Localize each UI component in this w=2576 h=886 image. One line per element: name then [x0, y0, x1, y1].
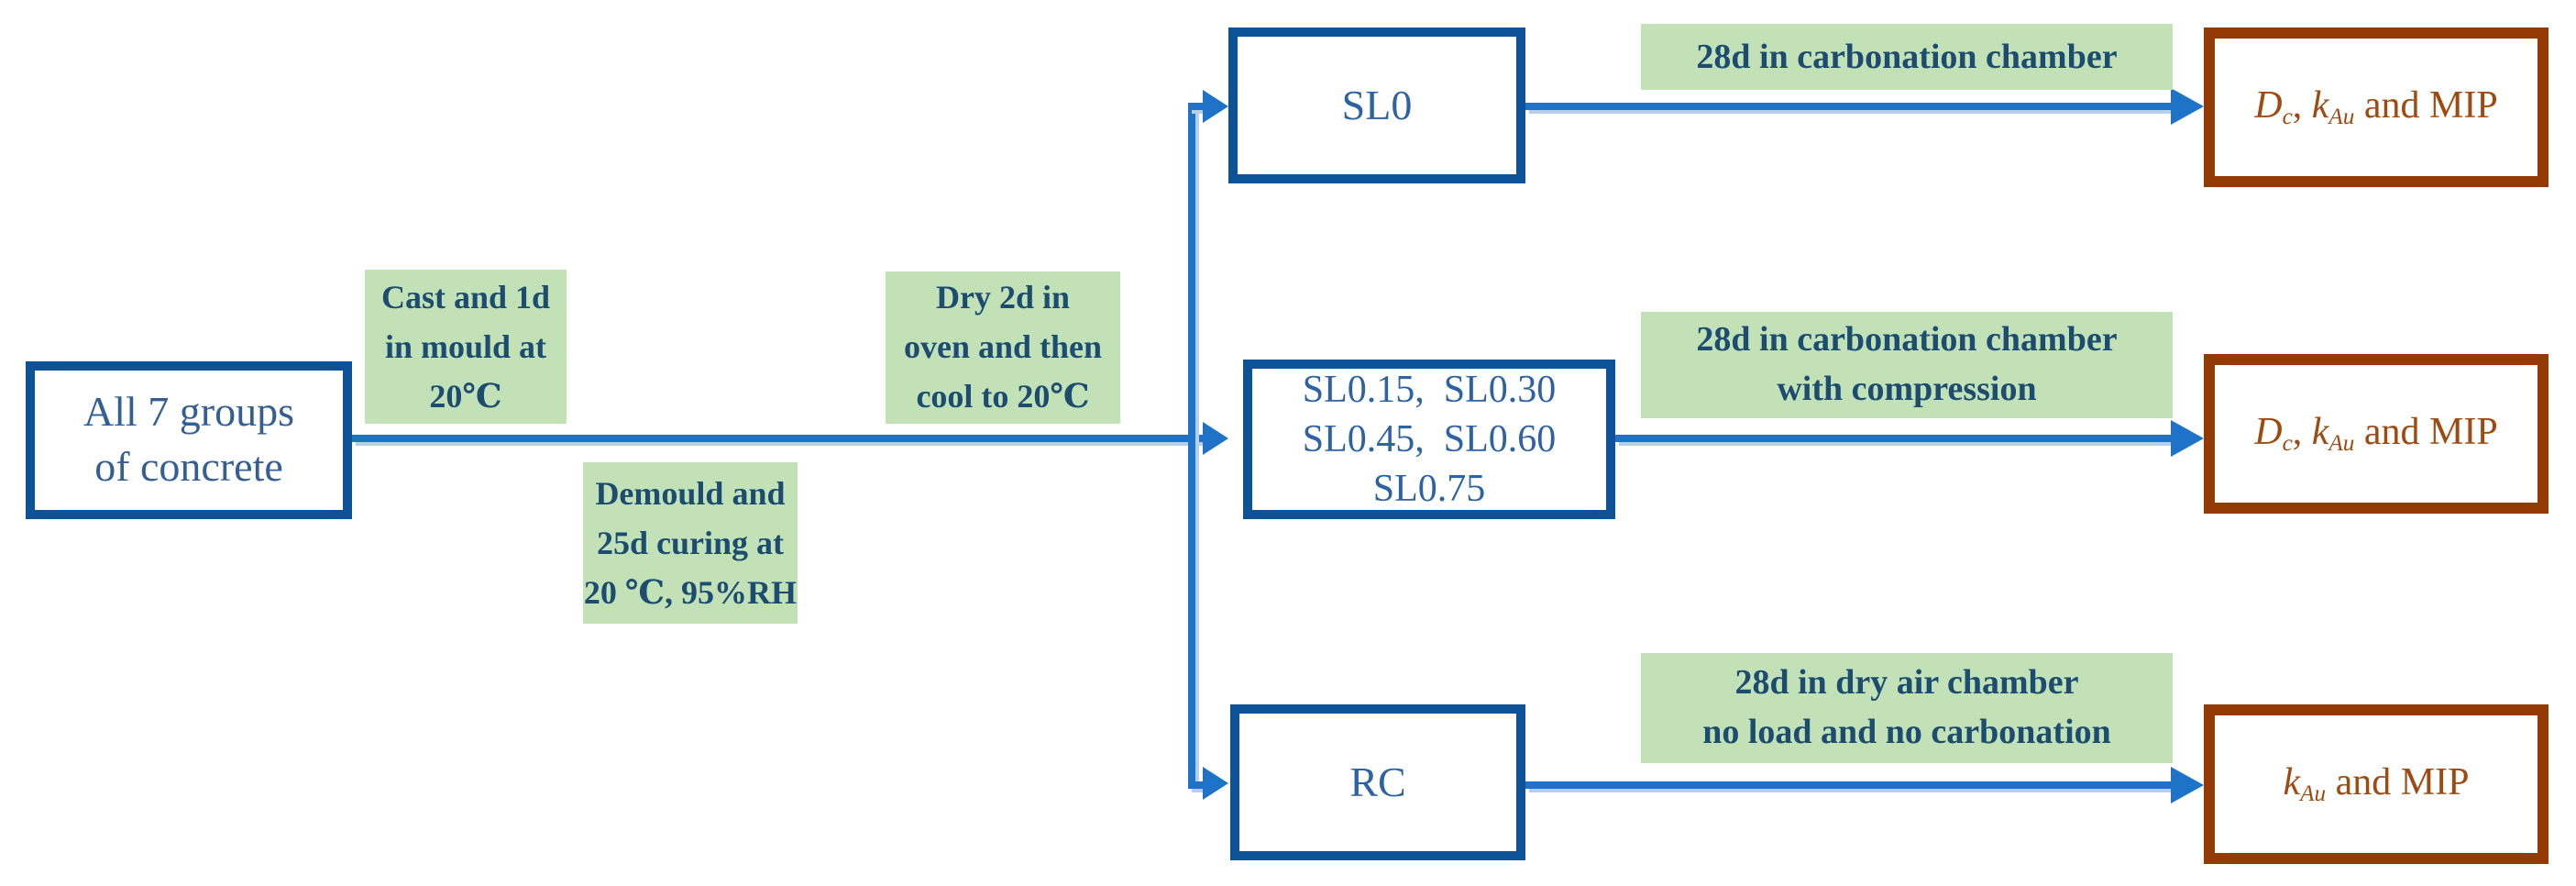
arrowhead-outcome-1 — [2171, 88, 2204, 125]
outcome-box-3: kAu and MIP — [2204, 704, 2548, 864]
connector-sl0-to-outcome — [1525, 103, 2173, 110]
connector-branch-trunk — [1188, 103, 1195, 789]
process-label-cast-text: Cast and 1d in mould at 20℃ — [380, 278, 551, 414]
connector-main-flow — [352, 435, 1205, 442]
condition-label-dry-air: 28d in dry air chamber no load and no ca… — [1641, 653, 2173, 763]
source-box-label: All 7 groups of concrete — [83, 389, 294, 490]
process-label-demould-text: Demould and 25d curing at 20 ℃, 95%RH — [583, 474, 798, 610]
group-box-rc: RC — [1230, 704, 1525, 860]
group-box-sl-series: SL0.15, SL0.30 SL0.45, SL0.60 SL0.75 — [1243, 360, 1615, 519]
condition-label-dry-air-text: 28d in dry air chamber no load and no ca… — [1702, 664, 2111, 752]
condition-label-carbonation-compression: 28d in carbonation chamber with compress… — [1641, 312, 2173, 418]
connector-branch-bottom — [1188, 781, 1205, 789]
outcome-box-3-text: kAu and MIP — [2283, 759, 2470, 807]
process-label-dry-text: Dry 2d in oven and then cool to 20℃ — [903, 279, 1103, 415]
connector-sl-series-to-outcome — [1615, 435, 2173, 442]
arrowhead-to-sl-series — [1203, 422, 1228, 455]
process-label-demould: Demould and 25d curing at 20 ℃, 95%RH — [583, 462, 798, 624]
outcome-box-2: Dc, kAu and MIP — [2204, 354, 2548, 514]
outcome-box-1: Dc, kAu and MIP — [2204, 28, 2548, 187]
arrowhead-to-rc — [1203, 767, 1228, 800]
condition-label-carbonation-compression-text: 28d in carbonation chamber with compress… — [1696, 321, 2118, 409]
source-box: All 7 groups of concrete — [26, 361, 352, 519]
group-box-rc-label: RC — [1349, 759, 1406, 804]
group-box-sl0-label: SL0 — [1341, 82, 1413, 127]
outcome-box-1-text: Dc, kAu and MIP — [2254, 83, 2498, 130]
group-box-sl0: SL0 — [1228, 28, 1525, 183]
group-box-sl-series-label: SL0.15, SL0.30 SL0.45, SL0.60 SL0.75 — [1302, 367, 1557, 510]
arrowhead-outcome-3 — [2171, 767, 2204, 803]
arrowhead-outcome-2 — [2171, 420, 2204, 457]
outcome-box-2-text: Dc, kAu and MIP — [2254, 409, 2498, 457]
arrowhead-to-sl0 — [1203, 90, 1228, 123]
process-label-cast: Cast and 1d in mould at 20℃ — [365, 270, 567, 424]
process-label-dry: Dry 2d in oven and then cool to 20℃ — [886, 271, 1120, 424]
connector-rc-to-outcome — [1525, 781, 2173, 789]
connector-branch-top — [1188, 103, 1205, 110]
condition-label-carbonation: 28d in carbonation chamber — [1641, 24, 2173, 90]
condition-label-carbonation-text: 28d in carbonation chamber — [1696, 38, 2118, 76]
